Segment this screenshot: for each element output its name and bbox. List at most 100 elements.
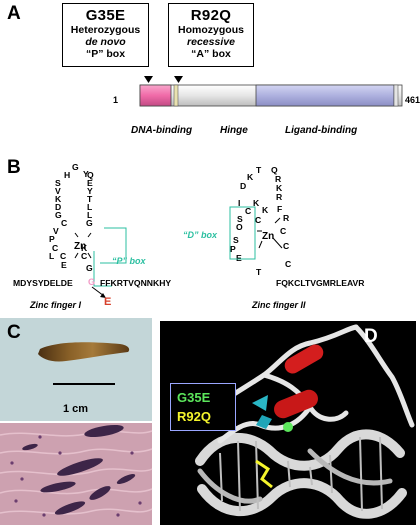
dna-binding-domain	[139, 84, 172, 107]
zinc-finger-2-residue: R	[276, 192, 283, 202]
zinc-finger-2-residue: D	[240, 181, 247, 191]
zinc-finger-2-residue: K	[262, 205, 269, 215]
zinc-finger-1-residue: C	[81, 251, 88, 261]
r92q-residue	[255, 459, 273, 489]
histology-image	[0, 423, 153, 525]
zinc-finger-2-residue: O	[236, 222, 243, 232]
zinc-finger-1-residue: Y	[87, 186, 93, 196]
zinc-finger-1-residue: G	[72, 162, 79, 172]
zinc-finger-2-residue: K	[276, 183, 283, 193]
p-box-outline	[93, 227, 127, 287]
panel-a-label: A	[7, 3, 21, 24]
zinc-coordination-lines-1	[74, 232, 92, 259]
zinc-finger-2-residue: F	[277, 204, 283, 214]
dna-binding-label: DNA-binding	[131, 125, 193, 136]
dna-protein-structure	[195, 324, 415, 519]
mutation-r92q-title: R92Q	[190, 7, 232, 24]
zinc-finger-2-residue: S	[233, 235, 239, 245]
legend-r92q: R92Q	[177, 409, 211, 424]
p-box-label: “P” box	[112, 256, 146, 266]
panel-d-label: D	[364, 326, 378, 347]
zinc-finger-2-residue: T	[256, 267, 262, 277]
n-terminal-sequence: MDYSYDELDE	[13, 278, 73, 288]
protein-domain-bar	[139, 76, 403, 107]
zinc-finger-2-label: Zinc finger II	[252, 300, 306, 310]
zinc-ion-1: Zn	[74, 241, 87, 252]
zinc-finger-2-residue: I	[238, 198, 241, 208]
mutation-box-r92q: R92Q Homozygous recessive “A” box	[168, 3, 254, 67]
zinc-finger-1-label: Zinc finger I	[30, 300, 82, 310]
mutation-arrow-g35e	[144, 76, 153, 83]
ligand-binding-label: Ligand-binding	[285, 125, 358, 136]
zinc-finger-1-residue: G	[55, 210, 62, 220]
panel-c-label: C	[7, 322, 21, 343]
panel-b-label: B	[7, 157, 21, 178]
zinc-finger-1-residue: E	[61, 260, 67, 270]
zinc-finger-2-residue: C	[280, 226, 287, 236]
zinc-finger-1-residue: L	[49, 251, 55, 261]
zinc-finger-1-residue: G	[86, 218, 93, 228]
mutation-g35e-title: G35E	[85, 7, 126, 24]
mutation-arrow	[91, 286, 106, 298]
mutation-g35e-zygosity: Heterozygous	[70, 24, 141, 36]
ligand-binding-domain	[255, 84, 395, 107]
zinc-finger-1-residue: D	[55, 202, 62, 212]
zinc-finger-2-residue: C	[285, 259, 292, 269]
mutation-r92q-zygosity: Homozygous	[178, 24, 244, 36]
structure-legend: G35E R92Q	[170, 383, 236, 431]
zinc-finger-1-residue: Q	[87, 170, 94, 180]
zinc-finger-1-residue: G	[86, 263, 93, 273]
scale-bar-label: 1 cm	[63, 403, 89, 415]
zinc-finger-2-residue: C	[245, 206, 252, 216]
zinc-finger-2-residue: C	[255, 215, 262, 225]
start-residue-number: 1	[113, 95, 119, 105]
zinc-finger-1-residue: C	[52, 243, 59, 253]
alpha-helices	[274, 344, 324, 419]
zinc-finger-2-residue: T	[256, 165, 262, 175]
zinc-finger-2-residue: P	[230, 244, 236, 254]
zinc-finger-1-residue: V	[55, 186, 61, 196]
mutation-r92q-inheritance: recessive	[187, 36, 235, 48]
linker-sequence: FFKRTVQNNKHY	[100, 278, 172, 288]
zinc-finger-1-residue: C	[61, 218, 68, 228]
zinc-finger-1-residue: L	[87, 202, 93, 212]
zinc-finger-1-residue: E	[87, 178, 93, 188]
mutation-r92q-box: “A” box	[191, 48, 231, 60]
zinc-finger-2-residue: S	[237, 214, 243, 224]
zinc-finger-1-residue: K	[81, 243, 88, 253]
mutant-glutamate: E	[104, 296, 112, 308]
zinc-finger-1-residue: K	[55, 194, 62, 204]
zinc-finger-1-residue: T	[87, 194, 93, 204]
zinc-coordination-lines-2	[257, 217, 283, 249]
zinc-finger-1-residue: H	[64, 170, 71, 180]
wild-type-glycine: G	[88, 277, 96, 287]
mutation-box-g35e: G35E Heterozygous de novo “P” box	[62, 3, 149, 67]
histology-micrograph	[0, 423, 153, 525]
tissue-specimen	[38, 342, 130, 362]
mutation-g35e-origin: de novo	[85, 36, 126, 48]
d-box-label: “D” box	[183, 230, 218, 240]
end-residue-number: 461	[405, 95, 420, 105]
specimen-photo	[0, 318, 152, 421]
zinc-finger-1-residue: Y	[83, 169, 89, 179]
zinc-finger-2-residue: E	[236, 253, 242, 263]
zinc-finger-2-residue: Q	[271, 165, 278, 175]
c-terminal-sequence: FQKCLTVGMRLEAVR	[276, 278, 365, 288]
c-terminal-segment	[393, 84, 399, 107]
legend-g35e: G35E	[177, 390, 211, 405]
zinc-finger-1-residue: C	[60, 251, 67, 261]
zinc-ion-2: Zn	[262, 231, 275, 242]
zinc-finger-1-residue: L	[87, 210, 93, 220]
zinc-finger-1-residue: S	[55, 178, 61, 188]
d-box-outline	[229, 206, 256, 260]
zinc-finger-2-residue: R	[275, 174, 282, 184]
zinc-finger-2-residue: R	[283, 213, 290, 223]
zinc-finger-1-residue: P	[49, 234, 55, 244]
zinc-finger-1-residue: V	[53, 226, 59, 236]
mutation-g35e-box: “P” box	[85, 48, 126, 60]
specimen-image	[38, 342, 130, 385]
a-box-region	[173, 84, 179, 107]
g35e-residue	[283, 422, 293, 432]
zinc-finger-2-residue: C	[283, 241, 290, 251]
